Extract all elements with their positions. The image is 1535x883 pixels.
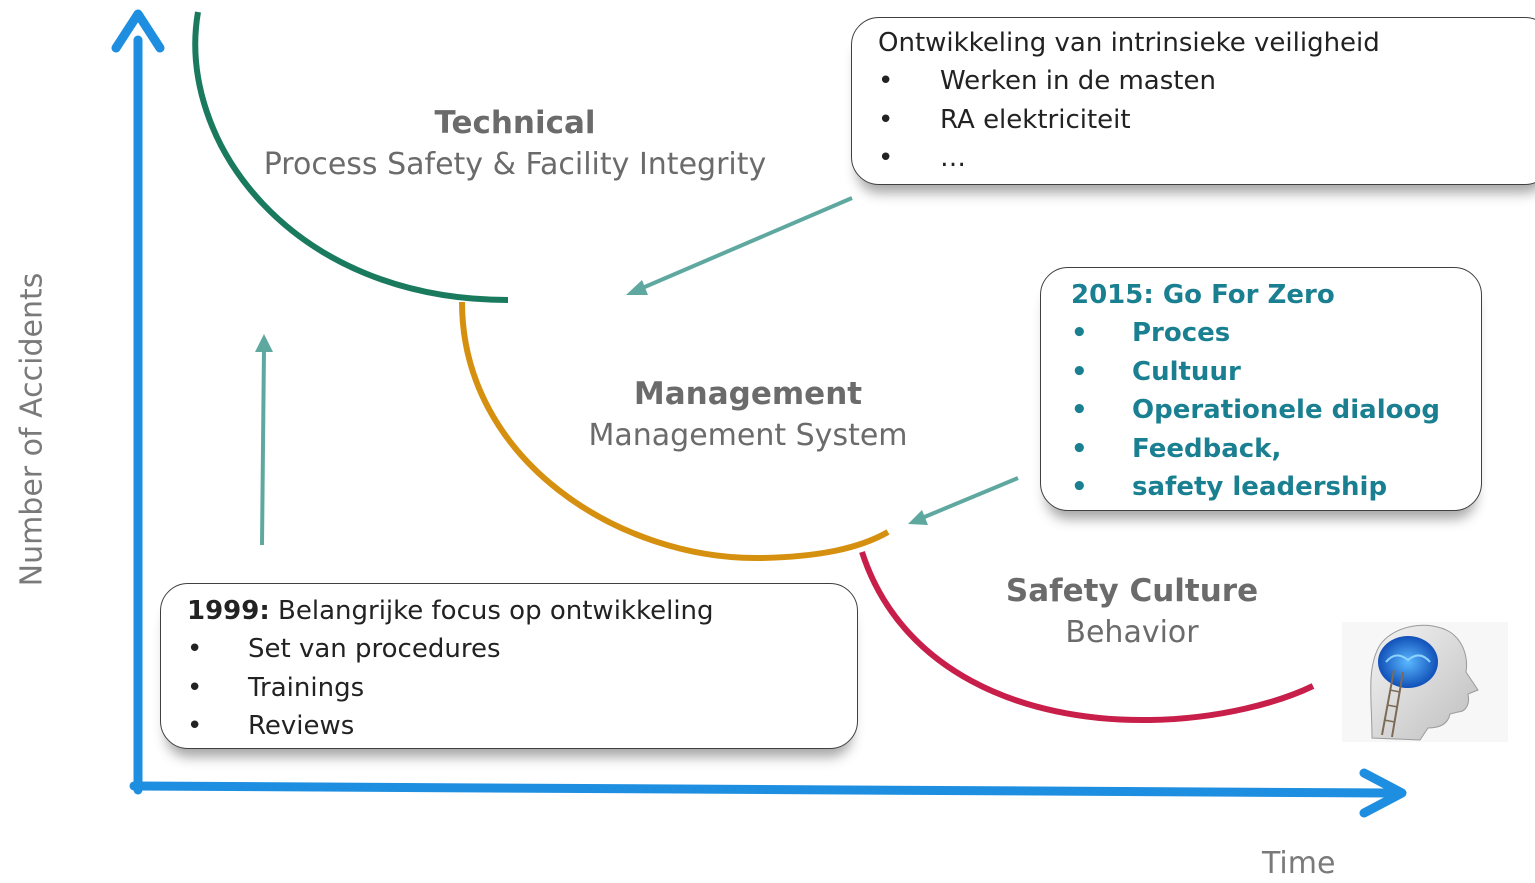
list-item: •… [878, 143, 966, 173]
x-axis-arrowhead [1359, 768, 1407, 818]
list-item: •Operationele dialoog [1071, 395, 1440, 425]
arrow-to-technical-head [626, 280, 648, 295]
list-item: •Werken in de masten [878, 66, 1216, 96]
phase-technical-subtitle: Process Safety & Facility Integrity [263, 147, 767, 182]
phase-safety-culture-title: Safety Culture [1005, 573, 1259, 609]
phase-management-subtitle: Management System [588, 418, 908, 453]
callout-intrinsic-safety-list: •Werken in de masten •RA elektriciteit •… [878, 62, 1518, 178]
phase-management: Management Management System [560, 373, 936, 457]
phase-safety-culture-subtitle: Behavior [1065, 615, 1199, 650]
callout-1999-focus: 1999: Belangrijke focus op ontwikkeling … [160, 583, 858, 749]
list-item: •Trainings [187, 672, 365, 703]
management-curve [459, 301, 890, 562]
arrow-to-management [921, 476, 1019, 520]
technical-curve [192, 11, 509, 303]
list-item: •Feedback, [1071, 433, 1282, 464]
phase-management-title: Management [633, 376, 863, 412]
arrow-to-management-head [908, 510, 928, 525]
callout-go-for-zero: 2015: Go For Zero •Proces •Cultuur •Oper… [1040, 267, 1482, 511]
arrow-to-technical [639, 196, 853, 291]
list-item: •Reviews [187, 711, 355, 741]
safety-culture-curve [859, 551, 1315, 724]
y-axis-label: Number of Accidents [14, 272, 50, 587]
callout-1999-list: •Set van procedures •Trainings •Reviews [187, 630, 827, 746]
list-item: •Set van procedures [187, 634, 501, 664]
callout-intrinsic-safety-heading: Ontwikkeling van intrinsieke veiligheid [878, 28, 1380, 58]
x-axis [129, 781, 1395, 798]
phase-technical: Technical Process Safety & Facility Inte… [250, 102, 780, 186]
phase-technical-title: Technical [434, 105, 596, 141]
y-axis-arrowhead [111, 9, 165, 53]
list-item: •Proces [1071, 318, 1231, 348]
arrow-up-head [255, 334, 273, 352]
callout-1999-heading: 1999: Belangrijke focus op ontwikkeling [187, 596, 714, 626]
callout-go-for-zero-heading: 2015: Go For Zero [1071, 280, 1335, 310]
brain-head-icon [1342, 622, 1508, 742]
callout-intrinsic-safety: Ontwikkeling van intrinsieke veiligheid … [851, 17, 1535, 185]
callout-go-for-zero-list: •Proces •Cultuur •Operationele dialoog •… [1071, 314, 1471, 507]
list-item: •Cultuur [1071, 356, 1241, 387]
list-item: •RA elektriciteit [878, 104, 1131, 135]
phase-safety-culture: Safety Culture Behavior [990, 570, 1274, 654]
list-item: •safety leadership [1071, 472, 1388, 502]
x-axis-label: Time [1262, 846, 1336, 881]
arrow-up [260, 347, 266, 546]
